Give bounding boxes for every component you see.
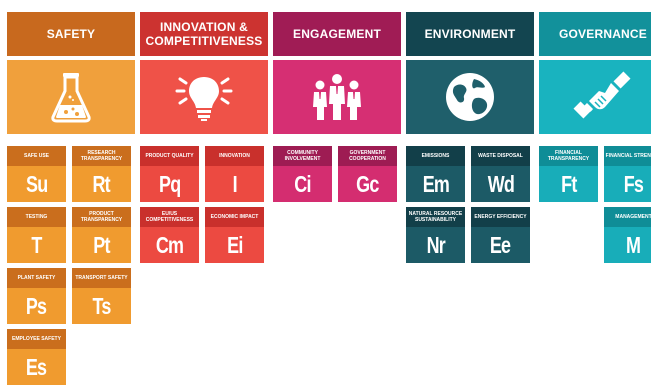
category-header-innovation: INNOVATION & COMPETITIVENESS [140, 12, 268, 56]
empty-slot [539, 207, 598, 263]
category-title: ENGAGEMENT [292, 27, 381, 41]
element-label: SAFE USE [7, 146, 66, 166]
element-label: ECONOMIC IMPACT [205, 207, 264, 227]
category-illustration [7, 60, 135, 134]
category-title: INNOVATION & COMPETITIVENESS [145, 20, 263, 48]
flask-icon [51, 73, 91, 123]
element-symbol: Ei [205, 227, 264, 263]
element-label: EMISSIONS [406, 146, 465, 166]
elements-grid-innovation: PRODUCT QUALITY Pq INNOVATION I EU/US CO… [140, 146, 264, 263]
element-tile[interactable]: SAFE USE Su [7, 146, 66, 202]
element-label: PRODUCT TRANSPARENCY [72, 207, 131, 227]
category-header-governance: GOVERNANCE [539, 12, 651, 56]
element-symbol: Fs [604, 166, 651, 202]
element-symbol: Rt [72, 166, 131, 202]
category-title: SAFETY [46, 27, 96, 41]
element-symbol: Wd [471, 166, 530, 202]
element-tile[interactable]: COMMUNITY INVOLVEMENT Ci [273, 146, 332, 202]
element-label: RESEARCH TRANSPARENCY [72, 146, 131, 166]
element-tile[interactable]: EMISSIONS Em [406, 146, 465, 202]
category-header-safety: SAFETY [7, 12, 135, 56]
elements-grid-environment: EMISSIONS Em WASTE DISPOSAL Wd NATURAL R… [406, 146, 530, 263]
category-innovation: INNOVATION & COMPETITIVENESS [140, 12, 268, 134]
element-tile[interactable]: PRODUCT QUALITY Pq [140, 146, 199, 202]
element-tile[interactable]: ENERGY EFFICIENCY Ee [471, 207, 530, 263]
element-symbol: Ps [7, 288, 66, 324]
category-safety: SAFETY [7, 12, 135, 134]
element-tile[interactable]: EMPLOYEE SAFETY Es [7, 329, 66, 385]
elements-grid-safety: SAFE USE Su RESEARCH TRANSPARENCY Rt TES… [7, 146, 131, 385]
lightbulb-icon [175, 77, 233, 121]
element-label: TESTING [7, 207, 66, 227]
element-tile[interactable]: EU/US COMPETITIVENESS Cm [140, 207, 199, 263]
element-symbol: Es [7, 349, 66, 385]
element-tile[interactable]: MANAGEMENT M [604, 207, 651, 263]
element-symbol: Pt [72, 227, 131, 263]
element-symbol: Gc [338, 166, 397, 202]
element-tile[interactable]: TESTING T [7, 207, 66, 263]
element-label: NATURAL RESOURCE SUSTAINABILITY [406, 207, 465, 227]
element-tile[interactable]: TRANSPORT SAFETY Ts [72, 268, 131, 324]
element-label: COMMUNITY INVOLVEMENT [273, 146, 332, 166]
category-title: GOVERNANCE [558, 27, 647, 41]
category-governance: GOVERNANCE [539, 12, 651, 134]
element-label: EU/US COMPETITIVENESS [140, 207, 199, 227]
handshake-icon [573, 71, 631, 119]
element-label: INNOVATION [205, 146, 264, 166]
people-group-icon [313, 74, 361, 120]
element-label: FINANCIAL TRANSPARENCY [539, 146, 598, 166]
element-label: FINANCIAL STRENGTH [604, 146, 651, 166]
element-symbol: Ci [273, 166, 332, 202]
element-label: PRODUCT QUALITY [140, 146, 199, 166]
globe-icon [446, 73, 494, 121]
element-symbol: Ee [471, 227, 530, 263]
element-tile[interactable]: ECONOMIC IMPACT Ei [205, 207, 264, 263]
category-environment: ENVIRONMENT [406, 12, 534, 134]
category-illustration [273, 60, 401, 134]
element-tile[interactable]: NATURAL RESOURCE SUSTAINABILITY Nr [406, 207, 465, 263]
element-symbol: Pq [140, 166, 199, 202]
category-illustration [140, 60, 268, 134]
element-tile[interactable]: FINANCIAL STRENGTH Fs [604, 146, 651, 202]
element-tile[interactable]: INNOVATION I [205, 146, 264, 202]
category-header-engagement: ENGAGEMENT [273, 12, 401, 56]
element-label: ENERGY EFFICIENCY [471, 207, 530, 227]
element-symbol: Ft [539, 166, 598, 202]
category-illustration [406, 60, 534, 134]
element-symbol: T [7, 227, 66, 263]
element-symbol: I [205, 166, 264, 202]
element-symbol: Cm [140, 227, 199, 263]
element-symbol: M [604, 227, 651, 263]
element-label: TRANSPORT SAFETY [72, 268, 131, 288]
element-tile[interactable]: RESEARCH TRANSPARENCY Rt [72, 146, 131, 202]
element-symbol: Su [7, 166, 66, 202]
element-tile[interactable]: WASTE DISPOSAL Wd [471, 146, 530, 202]
element-label: PLANT SAFETY [7, 268, 66, 288]
category-illustration [539, 60, 651, 134]
element-tile[interactable]: PRODUCT TRANSPARENCY Pt [72, 207, 131, 263]
elements-grid-governance: FINANCIAL TRANSPARENCY Ft FINANCIAL STRE… [539, 146, 651, 263]
element-symbol: Ts [72, 288, 131, 324]
element-label: EMPLOYEE SAFETY [7, 329, 66, 349]
category-title: ENVIRONMENT [424, 27, 516, 41]
category-header-environment: ENVIRONMENT [406, 12, 534, 56]
element-label: WASTE DISPOSAL [471, 146, 530, 166]
elements-grid-engagement: COMMUNITY INVOLVEMENT Ci GOVERNMENT COOP… [273, 146, 397, 202]
element-label: MANAGEMENT [604, 207, 651, 227]
element-symbol: Em [406, 166, 465, 202]
element-tile[interactable]: GOVERNMENT COOPERATION Gc [338, 146, 397, 202]
element-tile[interactable]: PLANT SAFETY Ps [7, 268, 66, 324]
category-engagement: ENGAGEMENT [273, 12, 401, 134]
element-label: GOVERNMENT COOPERATION [338, 146, 397, 166]
element-symbol: Nr [406, 227, 465, 263]
element-tile[interactable]: FINANCIAL TRANSPARENCY Ft [539, 146, 598, 202]
